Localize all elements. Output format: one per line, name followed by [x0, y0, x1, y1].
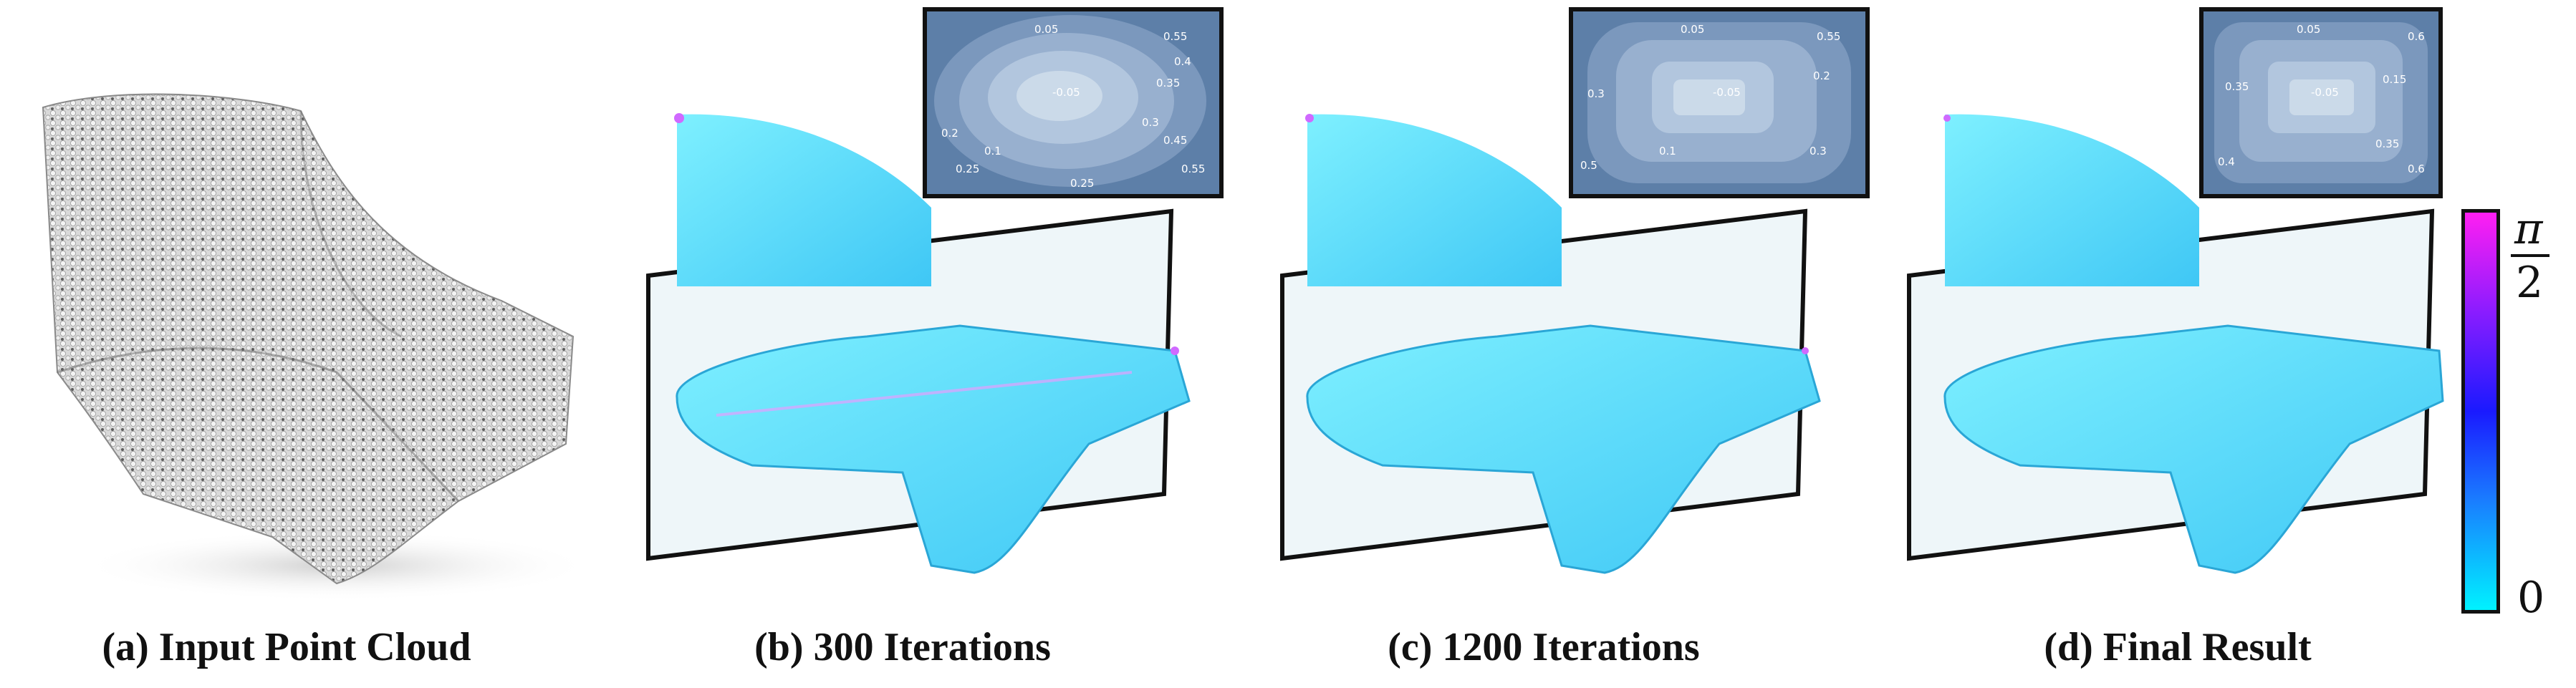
- caption-b: (b) 300 Iterations: [754, 625, 1051, 669]
- svg-text:0.3: 0.3: [1587, 87, 1605, 100]
- point-cloud-render: [42, 93, 595, 601]
- caption-c: (c) 1200 Iterations: [1388, 625, 1700, 669]
- colorbar-top-denominator: 2: [2516, 258, 2544, 308]
- mesh-render-b: [646, 113, 1191, 574]
- level-set-inset-c: 0.05 -0.05 0.55 0.2 0.3 0.1 0.5 0.3: [1569, 7, 1870, 198]
- svg-text:-0.05: -0.05: [2311, 86, 2339, 99]
- mesh-render-d: [1907, 114, 2444, 574]
- svg-text:0.55: 0.55: [1817, 30, 1840, 43]
- svg-text:0.15: 0.15: [2383, 73, 2406, 86]
- svg-text:0.4: 0.4: [2218, 155, 2235, 168]
- mesh-render-c: [1280, 114, 1821, 574]
- svg-text:0.2: 0.2: [1813, 69, 1830, 82]
- svg-text:-0.05: -0.05: [1713, 86, 1741, 99]
- colorbar-top-label: π: [2514, 204, 2543, 254]
- svg-text:0.6: 0.6: [2408, 163, 2425, 175]
- svg-text:0.35: 0.35: [2225, 80, 2249, 93]
- svg-text:0.3: 0.3: [1142, 116, 1159, 129]
- svg-text:0.5: 0.5: [1580, 159, 1597, 172]
- colorbar: [2461, 209, 2500, 614]
- svg-text:0.3: 0.3: [1810, 145, 1827, 158]
- svg-text:0.35: 0.35: [2375, 137, 2399, 150]
- level-set-inset-b: 0.05 -0.05 0.55 0.4 0.35 0.25 0.2 0.1 0.…: [923, 7, 1224, 198]
- colorbar-bottom-label: 0: [2517, 573, 2545, 623]
- svg-text:0.25: 0.25: [1070, 177, 1094, 190]
- svg-text:0.25: 0.25: [956, 163, 979, 175]
- colorbar-fraction-line: [2511, 254, 2549, 257]
- svg-text:-0.05: -0.05: [1052, 86, 1080, 99]
- caption-a: (a) Input Point Cloud: [102, 625, 471, 669]
- panel-1200-iterations: 0.05 -0.05 0.55 0.2 0.3 0.1 0.5 0.3 (c) …: [1275, 0, 1905, 688]
- panel-300-iterations: 0.05 -0.05 0.55 0.4 0.35 0.25 0.2 0.1 0.…: [630, 0, 1275, 688]
- svg-text:0.1: 0.1: [1659, 145, 1676, 158]
- svg-text:0.55: 0.55: [1163, 30, 1187, 43]
- svg-text:0.05: 0.05: [2297, 23, 2320, 36]
- svg-text:0.35: 0.35: [1156, 77, 1180, 89]
- panel-input-point-cloud: (a) Input Point Cloud: [0, 0, 630, 688]
- svg-text:0.1: 0.1: [984, 145, 1001, 158]
- svg-text:0.55: 0.55: [1181, 163, 1205, 175]
- svg-text:0.4: 0.4: [1174, 55, 1191, 68]
- svg-text:0.45: 0.45: [1163, 134, 1187, 147]
- caption-d: (d) Final Result: [2044, 625, 2312, 669]
- svg-text:0.05: 0.05: [1034, 23, 1058, 36]
- svg-text:0.2: 0.2: [941, 127, 958, 140]
- svg-text:0.6: 0.6: [2408, 30, 2425, 43]
- panel-final-result: 0.05 -0.05 0.6 0.35 0.15 0.4 0.35 0.6 (d…: [1905, 0, 2450, 688]
- svg-text:0.05: 0.05: [1681, 23, 1704, 36]
- level-set-inset-d: 0.05 -0.05 0.6 0.35 0.15 0.4 0.35 0.6: [2199, 7, 2443, 198]
